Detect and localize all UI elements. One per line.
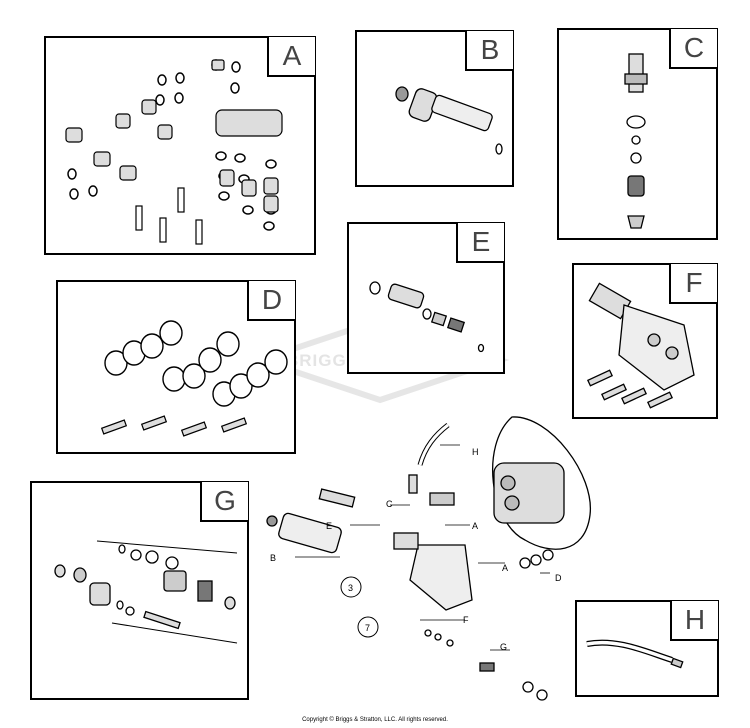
callout-f: F bbox=[463, 615, 469, 625]
panel-h-label: H bbox=[670, 601, 718, 641]
callout-e: E bbox=[326, 521, 332, 531]
panel-h: H bbox=[575, 600, 719, 697]
panel-d-label: D bbox=[247, 281, 295, 321]
panel-a-label: A bbox=[267, 37, 315, 77]
panel-g-parts bbox=[54, 540, 238, 644]
panel-e-parts bbox=[369, 281, 485, 353]
panel-a: A bbox=[44, 36, 316, 255]
panel-c-label: C bbox=[669, 29, 717, 69]
panel-f: F bbox=[572, 263, 718, 419]
callout-g: G bbox=[500, 642, 507, 652]
panel-g-label: G bbox=[200, 482, 248, 522]
panel-d: D bbox=[56, 280, 296, 454]
pump-exploded-view: H C E A B A D F G 3 7 bbox=[266, 416, 591, 701]
callout-b: B bbox=[270, 553, 276, 563]
copyright-footer: Copyright © Briggs & Stratton, LLC. All … bbox=[302, 717, 448, 723]
panel-c: C bbox=[557, 28, 718, 240]
panel-e: E bbox=[347, 222, 505, 374]
panel-d-parts bbox=[100, 320, 288, 437]
panel-f-parts bbox=[586, 282, 695, 409]
panel-a-parts bbox=[65, 59, 283, 245]
callout-3: 3 bbox=[348, 583, 353, 593]
panel-f-label: F bbox=[669, 264, 717, 304]
callout-d: D bbox=[555, 573, 562, 583]
panel-g: G bbox=[30, 481, 249, 700]
panel-b-label: B bbox=[465, 31, 513, 71]
panel-b-parts bbox=[395, 86, 503, 155]
callout-c: C bbox=[386, 499, 393, 509]
panel-e-label: E bbox=[456, 223, 504, 263]
callout-7: 7 bbox=[365, 623, 370, 633]
callout-a: A bbox=[472, 521, 478, 531]
panel-c-parts bbox=[624, 53, 648, 229]
panel-b: B bbox=[355, 30, 514, 187]
callout-a-lower: A bbox=[502, 563, 508, 573]
callout-h: H bbox=[472, 447, 479, 457]
panel-h-parts bbox=[586, 639, 684, 669]
